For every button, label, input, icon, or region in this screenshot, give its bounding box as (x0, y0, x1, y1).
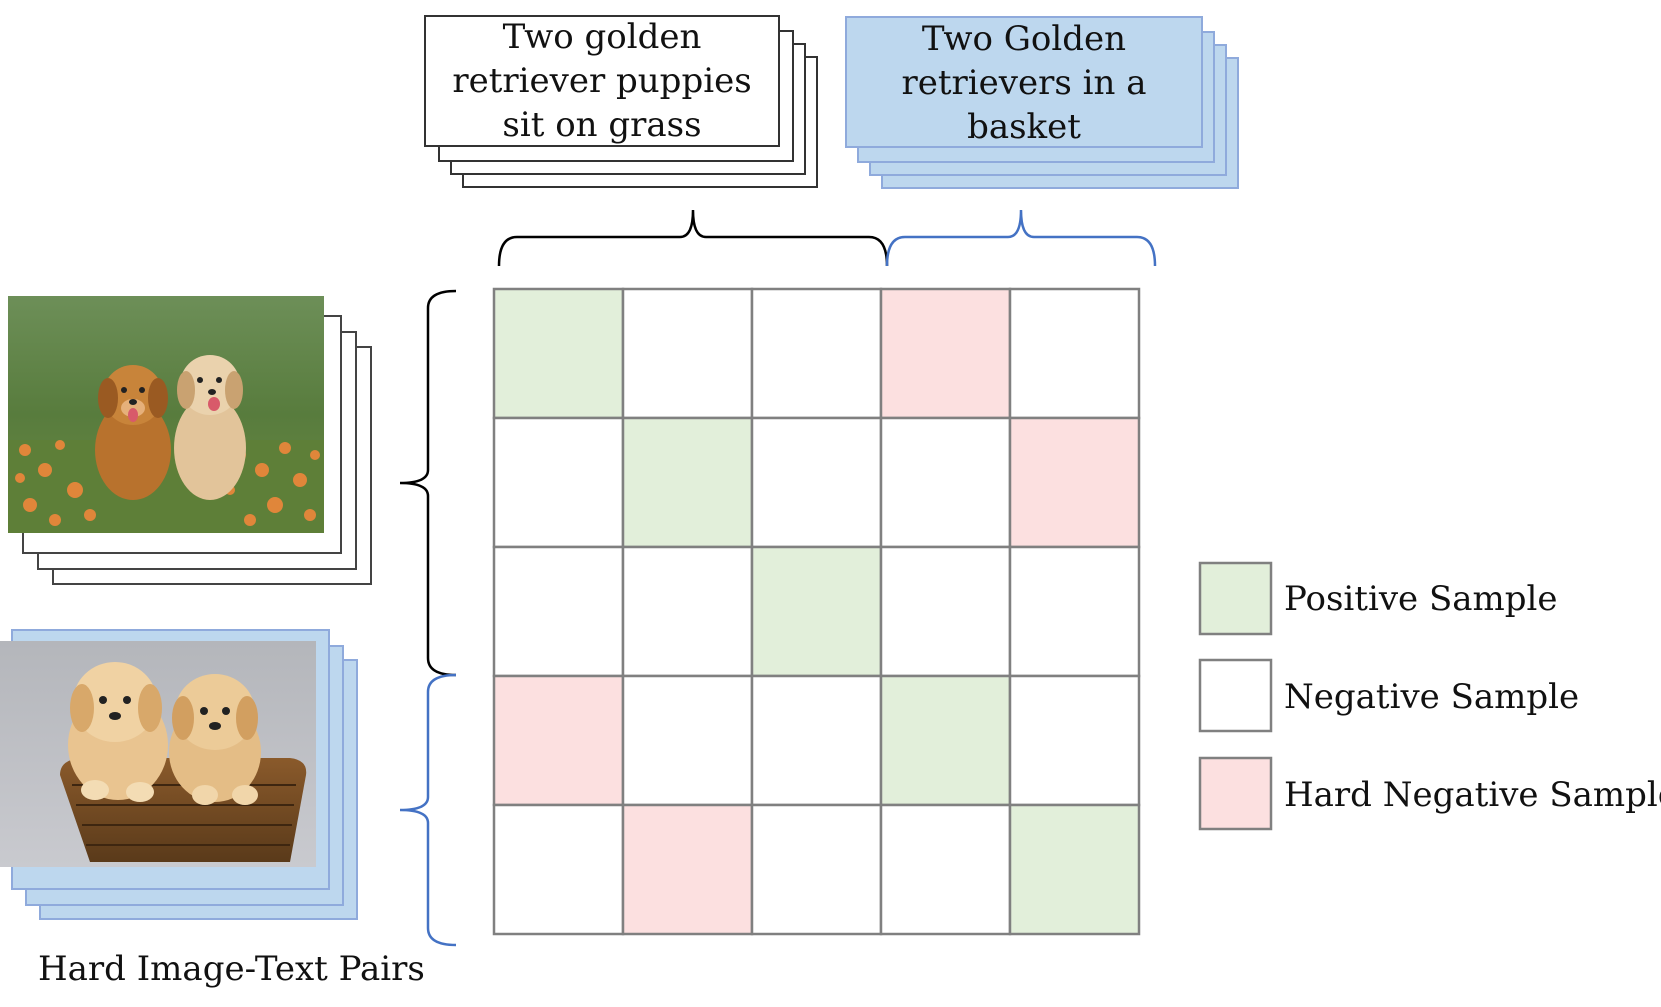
matrix-cell-positive-r3-c3 (750, 545, 883, 678)
legend-label-hard-negative: Hard Negative Sample (1284, 775, 1661, 815)
hard-pairs-label: Hard Image-Text Pairs (38, 949, 425, 989)
caption-2-line-2: retrievers in a (902, 63, 1147, 103)
caption-2-line-1: Two Golden (922, 19, 1126, 59)
matrix-cell-negative-r5-c3 (750, 803, 883, 936)
matrix-cell-positive-r4-c4 (879, 674, 1012, 807)
left-brace-black (399, 289, 457, 677)
caption-card (424, 15, 780, 147)
matrix-cell-negative-r1-c5 (1008, 287, 1141, 420)
matrix-cell-negative-r3-c5 (1008, 545, 1141, 678)
legend-swatch-hard-negative (1198, 756, 1273, 831)
similarity-matrix (492, 287, 1141, 936)
matrix-cell-hard-negative-r1-c4 (879, 287, 1012, 420)
matrix-cell-negative-r3-c1 (492, 545, 625, 678)
left-brace-blue (399, 673, 457, 947)
legend-label-positive: Positive Sample (1284, 579, 1558, 619)
caption-1-line-2: retriever puppies (452, 61, 751, 101)
caption-1-line-1: Two golden (503, 17, 702, 57)
matrix-cell-negative-r1-c3 (750, 287, 883, 420)
caption-card (845, 16, 1203, 148)
caption-2-line-3: basket (967, 107, 1081, 147)
matrix-cell-negative-r4-c2 (621, 674, 754, 807)
matrix-cell-hard-negative-r5-c2 (621, 803, 754, 936)
matrix-cell-negative-r5-c4 (879, 803, 1012, 936)
image-stack-1 (8, 296, 372, 585)
matrix-cell-positive-r1-c1 (492, 287, 625, 420)
caption-stack-1: Two golden retriever puppies sit on gras… (424, 15, 818, 188)
caption-1-line-3: sit on grass (502, 105, 701, 145)
matrix-cell-negative-r2-c3 (750, 416, 883, 549)
matrix-cell-negative-r2-c4 (879, 416, 1012, 549)
puppies-in-basket-photo (0, 641, 316, 867)
top-brace-blue (885, 209, 1157, 267)
legend-swatch-negative (1198, 658, 1273, 733)
matrix-cell-negative-r1-c2 (621, 287, 754, 420)
matrix-cell-negative-r3-c4 (879, 545, 1012, 678)
legend-label-negative: Negative Sample (1284, 677, 1579, 717)
matrix-cell-negative-r5-c1 (492, 803, 625, 936)
matrix-cell-negative-r3-c2 (621, 545, 754, 678)
matrix-cell-hard-negative-r4-c1 (492, 674, 625, 807)
matrix-cell-positive-r5-c5 (1008, 803, 1141, 936)
image-stack-2 (0, 629, 358, 920)
top-brace-black (497, 209, 889, 267)
matrix-cell-negative-r2-c1 (492, 416, 625, 549)
matrix-cell-negative-r4-c3 (750, 674, 883, 807)
legend: Positive Sample Negative Sample Hard Neg… (1198, 561, 1661, 831)
matrix-cell-negative-r4-c5 (1008, 674, 1141, 807)
puppies-on-grass-photo (8, 296, 324, 533)
legend-swatch-positive (1198, 561, 1273, 636)
matrix-cell-hard-negative-r2-c5 (1008, 416, 1141, 549)
caption-stack-2: Two Golden retrievers in a basket (845, 16, 1239, 189)
matrix-cell-positive-r2-c2 (621, 416, 754, 549)
